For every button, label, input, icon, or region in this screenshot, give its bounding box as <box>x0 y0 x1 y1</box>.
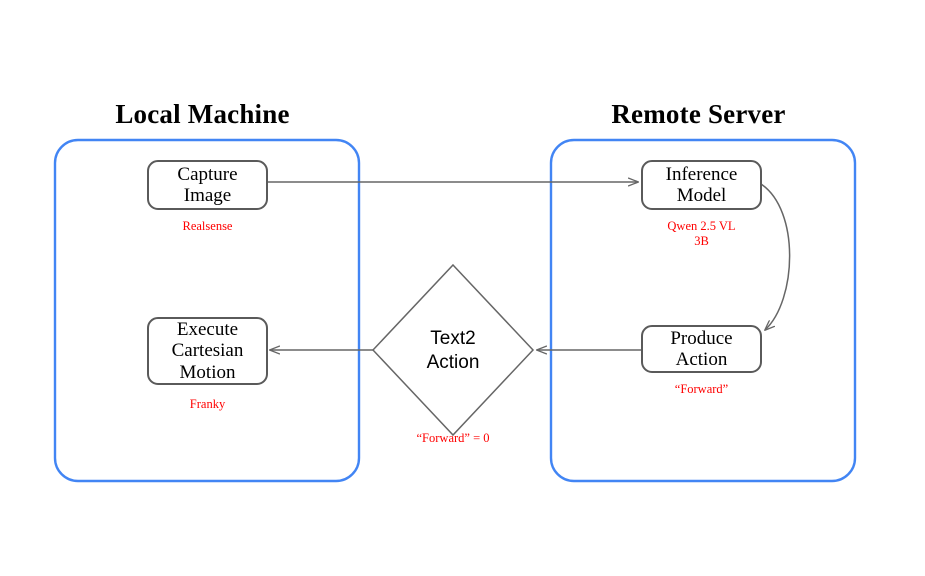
note-execute-cartesian-motion: Franky <box>189 397 226 411</box>
group-title-local-machine: Local Machine <box>115 99 290 129</box>
node-execute-cartesian-motion-label: Execute Cartesian Motion <box>171 319 244 383</box>
node-produce-action-label: Produce Action <box>670 327 733 370</box>
decision-diamond-text2action <box>371 263 535 437</box>
note-capture-image: Realsense <box>182 219 233 233</box>
node-capture-image[interactable]: Capture Image <box>147 160 268 210</box>
node-inference-model-label: Inference Model <box>665 163 738 206</box>
note-produce-action: “Forward” <box>674 382 729 396</box>
node-capture-image-label: Capture Image <box>177 163 238 206</box>
note-text2action: “Forward” = 0 <box>416 431 490 445</box>
group-container-local <box>53 138 361 483</box>
decision-diamond-label: Text2 Action <box>426 328 480 374</box>
node-inference-model[interactable]: Inference Model <box>641 160 762 210</box>
edge-inference-to-produce <box>760 183 791 330</box>
group-title-remote-server: Remote Server <box>611 99 786 129</box>
group-container-remote <box>549 138 857 483</box>
node-produce-action[interactable]: Produce Action <box>641 325 762 373</box>
note-inference-model: Qwen 2.5 VL 3B <box>667 219 736 248</box>
node-execute-cartesian-motion[interactable]: Execute Cartesian Motion <box>147 317 268 385</box>
